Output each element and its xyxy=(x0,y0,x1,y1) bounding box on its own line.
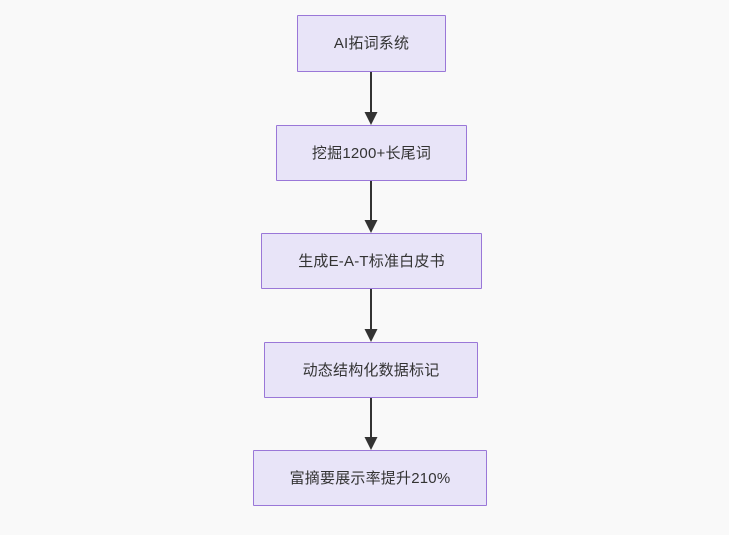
flow-edge-n4-n5 xyxy=(359,398,383,450)
flow-edge-n3-n4 xyxy=(359,289,383,342)
flow-node-label: AI拓词系统 xyxy=(333,35,410,52)
flow-node-label: 富摘要展示率提升210% xyxy=(289,469,451,487)
flow-node-rich-snippet-rate-increase[interactable]: 富摘要展示率提升210% xyxy=(253,450,487,506)
flow-node-label: 动态结构化数据标记 xyxy=(302,361,440,379)
flow-edge-n1-n2 xyxy=(359,72,383,125)
flow-node-dynamic-structured-data-markup[interactable]: 动态结构化数据标记 xyxy=(264,342,478,398)
flow-node-mine-longtail-keywords[interactable]: 挖掘1200+长尾词 xyxy=(276,125,467,181)
flow-node-label: 生成E-A-T标准白皮书 xyxy=(298,252,445,270)
flow-node-label: 挖掘1200+长尾词 xyxy=(311,144,432,162)
flow-edge-n2-n3 xyxy=(359,181,383,233)
flow-node-generate-eat-whitepaper[interactable]: 生成E-A-T标准白皮书 xyxy=(261,233,482,289)
flow-node-ai-keyword-system[interactable]: AI拓词系统 xyxy=(297,15,446,72)
